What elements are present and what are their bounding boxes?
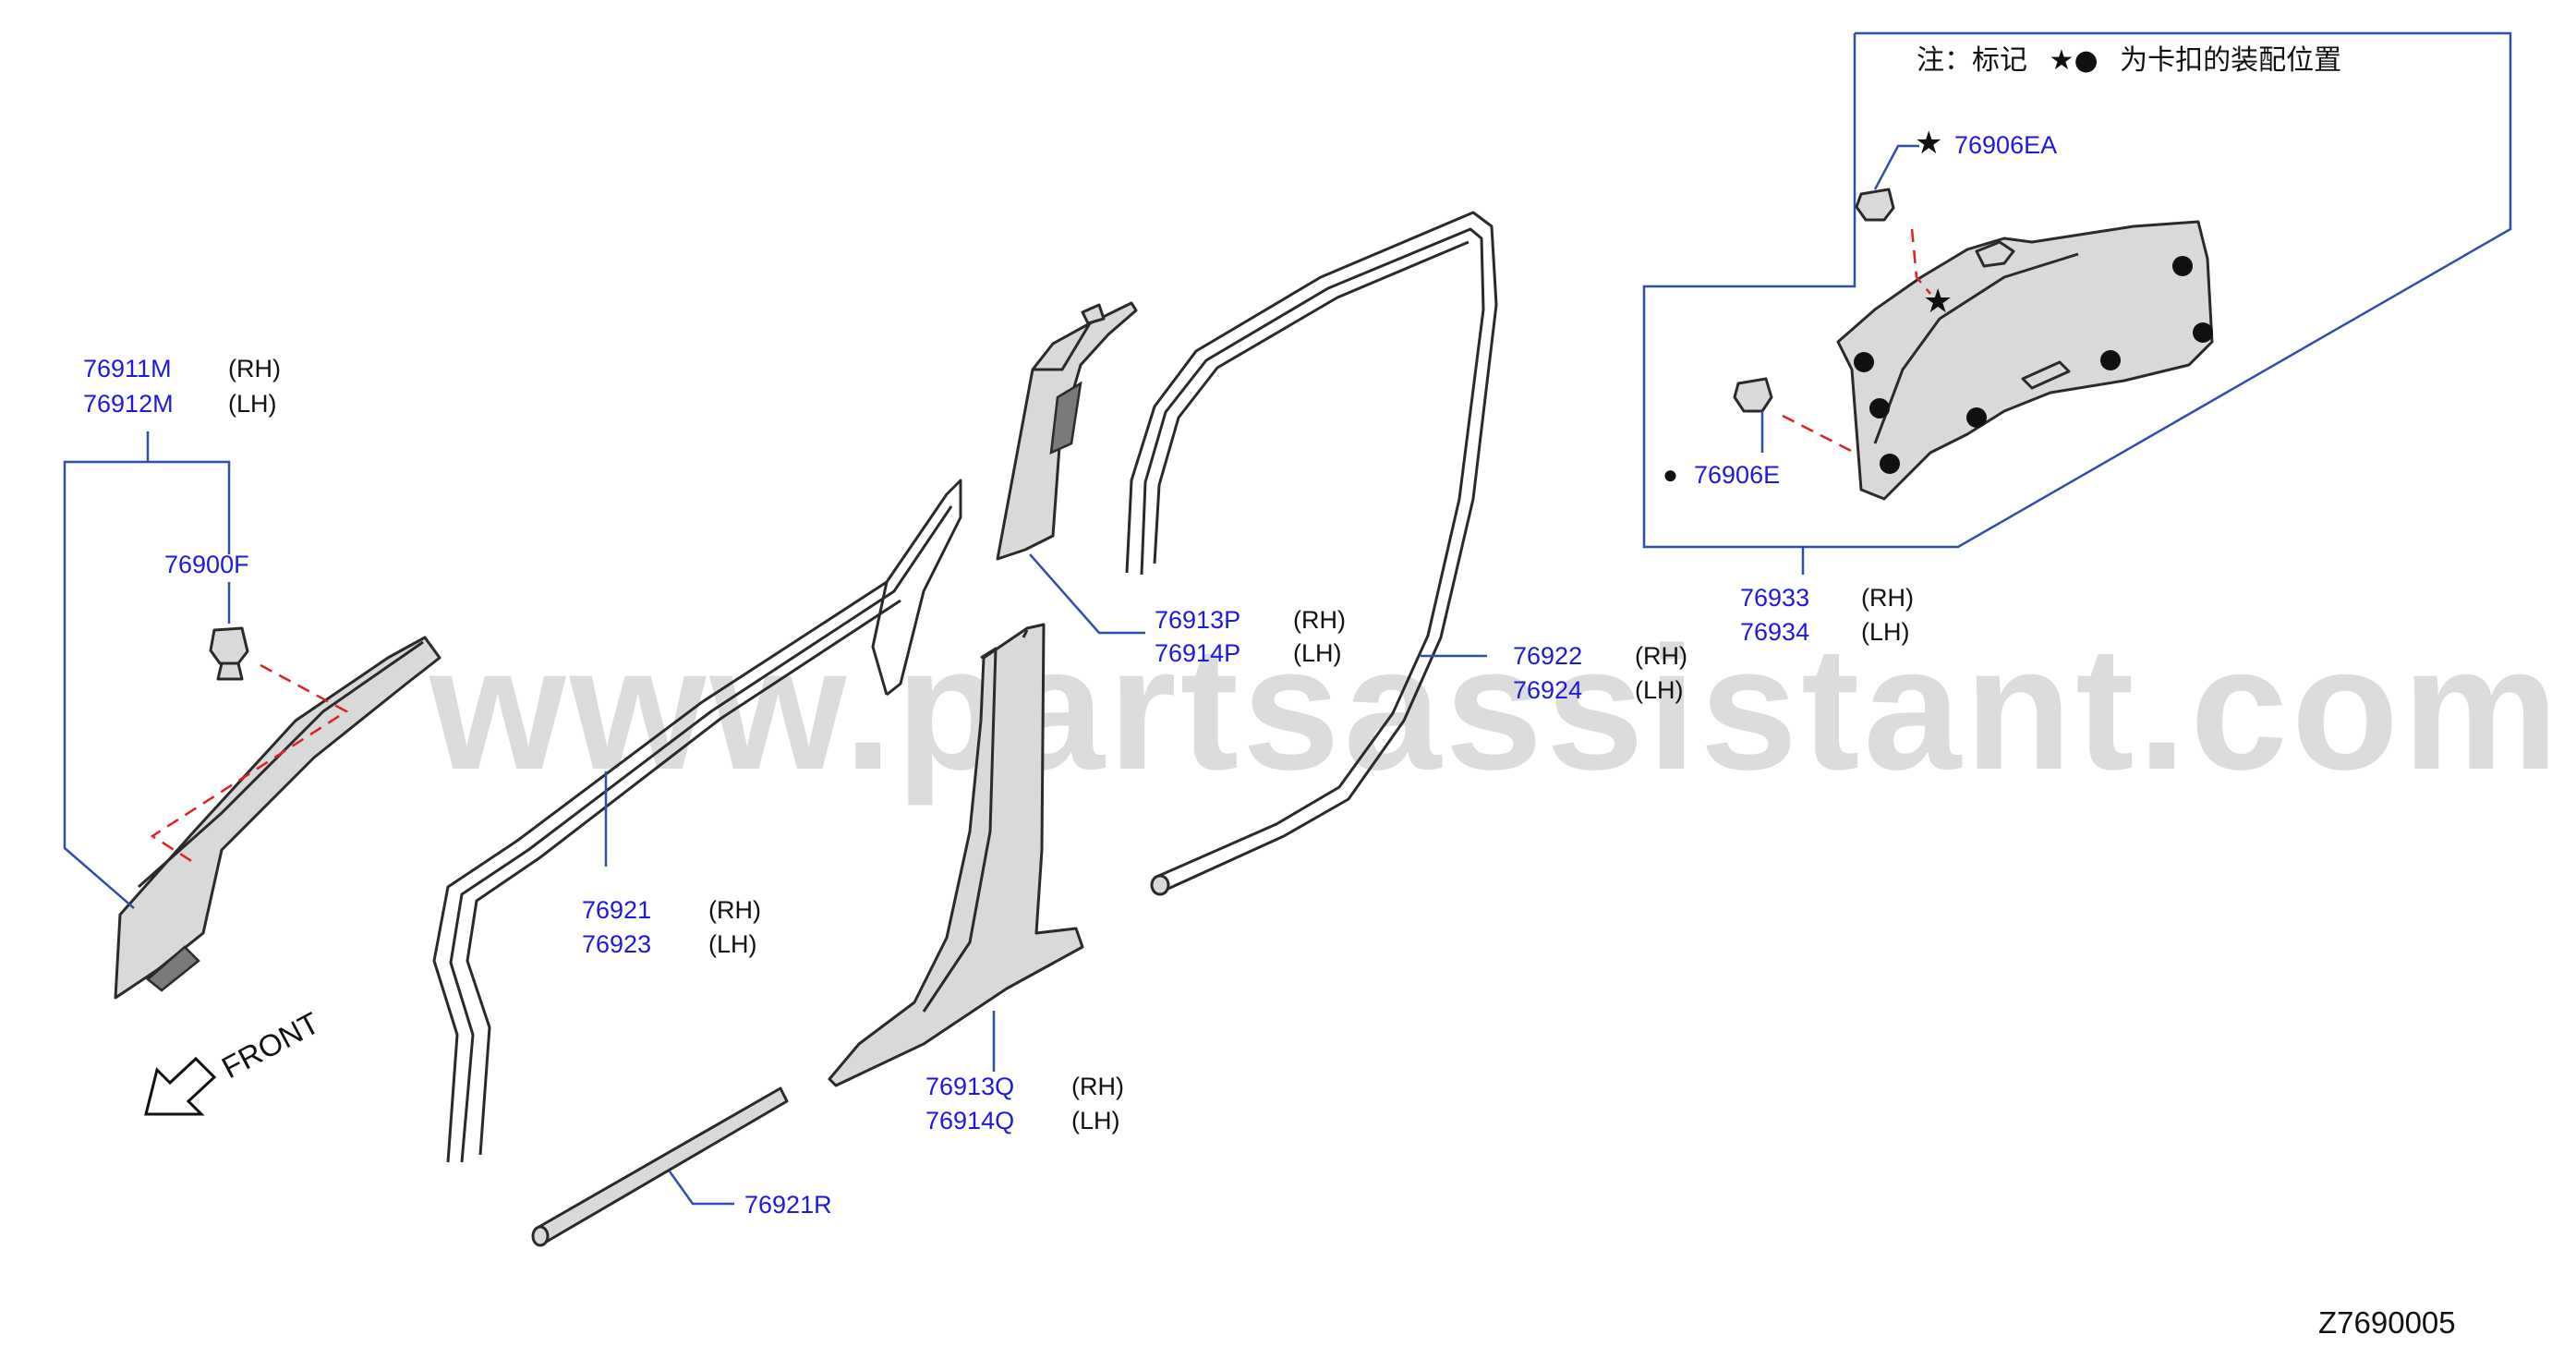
label-76923: 76923	[582, 930, 651, 958]
label-76912m-side: (LH)	[228, 390, 277, 418]
callout-clip-76906ea: ★ 76906EA	[1915, 126, 2057, 161]
clip-position-dash-a	[150, 663, 349, 866]
rear-quarter-trim	[1836, 220, 2214, 501]
label-76914p: 76914P	[1155, 639, 1240, 667]
label-76913p: 76913P	[1155, 606, 1240, 634]
label-76914q-side: (LH)	[1071, 1107, 1120, 1134]
clip-dot-1	[2172, 256, 2193, 276]
note-callout-frame	[1642, 31, 2512, 549]
trim-clip-dots	[1854, 256, 2213, 474]
front-door-weatherstrip	[432, 479, 962, 1163]
clip-dot-2	[2193, 322, 2213, 343]
label-76911m: 76911M	[83, 355, 172, 382]
clip-dot-4	[1854, 352, 1874, 372]
label-76906e: 76906E	[1694, 461, 1780, 489]
note-prefix: 注：标记	[1917, 44, 2027, 77]
label-76921r: 76921R	[744, 1191, 832, 1219]
clip-dot-6	[1966, 407, 1987, 428]
note-text: 注：标记 ★● 为卡扣的装配位置	[1917, 44, 2341, 77]
leader-clip-76906ea	[1873, 144, 1919, 190]
clip-76906ea	[1855, 188, 1895, 222]
a-pillar-garnish	[114, 636, 441, 1000]
callout-rear-weatherstrip: 76922 (RH) 76924 (LH)	[1513, 642, 1687, 704]
callout-front-weatherstrip: 76921 (RH) 76923 (LH)	[582, 896, 761, 958]
label-76933-side: (RH)	[1861, 584, 1914, 612]
leader-a-pillar	[63, 460, 231, 909]
leader-b-pillar-upper	[1029, 553, 1145, 635]
trim-clip-star: ★	[1923, 282, 1953, 320]
note-symbols: ★●	[2050, 44, 2098, 77]
label-76922: 76922	[1513, 642, 1582, 670]
front-label: FRONT	[216, 1005, 325, 1085]
clip-dot-icon: ●	[1663, 460, 1678, 489]
callout-clip-76906e: ● 76906E	[1663, 460, 1780, 489]
callout-b-pillar-upper: 76913P (RH) 76914P (LH)	[1155, 606, 1346, 667]
clip-dot-5	[1869, 398, 1890, 419]
note-suffix: 为卡扣的装配位置	[2120, 44, 2341, 77]
watermark: www.partsassistant.com	[429, 611, 2562, 807]
label-76911m-side: (RH)	[228, 355, 281, 382]
label-76922-side: (RH)	[1635, 642, 1687, 670]
clip-star-icon: ★	[1915, 126, 1942, 161]
diagram-code: Z7690005	[2318, 1305, 2456, 1340]
rear-door-weatherstrip	[1125, 211, 1498, 896]
label-76933: 76933	[1740, 584, 1809, 612]
front-arrow-icon	[144, 1056, 217, 1116]
clip-position-dash-e	[1782, 414, 1859, 456]
label-76924: 76924	[1513, 676, 1582, 704]
callout-a-pillar: 76911M (RH) 76912M (LH)	[83, 355, 281, 418]
label-76906ea: 76906EA	[1954, 131, 2057, 159]
label-76921-side: (RH)	[708, 896, 761, 924]
callout-rear-trim: 76933 (RH) 76934 (LH)	[1740, 584, 1914, 646]
label-76900f: 76900F	[164, 551, 249, 578]
leader-sill-strip	[668, 1171, 734, 1206]
b-pillar-upper-trim	[996, 301, 1138, 561]
label-76934: 76934	[1740, 618, 1809, 646]
label-76914q: 76914Q	[925, 1107, 1014, 1134]
label-76934-side: (LH)	[1861, 618, 1910, 646]
front-direction-indicator: FRONT	[144, 1005, 325, 1116]
clip-position-dash-ea	[1910, 228, 1931, 295]
label-76913p-side: (RH)	[1293, 606, 1346, 634]
callout-b-pillar-lower: 76913Q (RH) 76914Q (LH)	[925, 1073, 1124, 1134]
label-76924-side: (LH)	[1635, 676, 1684, 704]
clip-dot-3	[2100, 350, 2121, 370]
clip-76900f	[209, 626, 249, 681]
b-pillar-lower-trim	[828, 623, 1084, 1087]
label-76914p-side: (LH)	[1293, 639, 1342, 667]
sill-strip	[531, 1086, 789, 1247]
label-76921: 76921	[582, 896, 651, 924]
clip-dot-7	[1880, 454, 1900, 474]
label-76913q: 76913Q	[925, 1073, 1014, 1100]
label-76913q-side: (RH)	[1071, 1073, 1124, 1100]
clip-76906e	[1733, 377, 1773, 413]
label-76912m: 76912M	[83, 390, 174, 418]
label-76923-side: (LH)	[708, 930, 757, 958]
